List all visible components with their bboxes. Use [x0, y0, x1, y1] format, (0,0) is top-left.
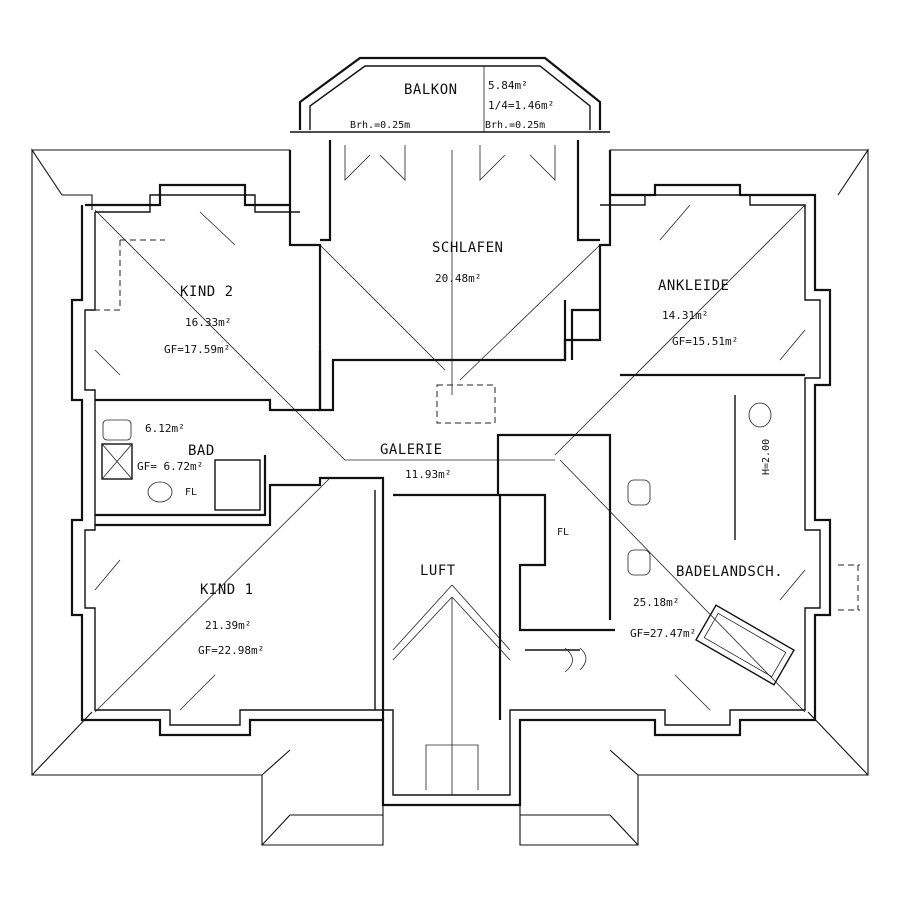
bad-name: BAD	[188, 443, 215, 459]
roof-outline	[31, 148, 869, 846]
balkon-brh-right: Brh.=0.25m	[485, 120, 545, 131]
kind2-area: 16.33m²	[185, 316, 231, 329]
bad-fixtures	[101, 419, 261, 511]
doors	[94, 145, 860, 711]
balkon-quarter: 1/4=1.46m²	[488, 99, 554, 112]
kind1-gf: GF=22.98m²	[198, 644, 264, 657]
schlafen-area: 20.48m²	[435, 272, 481, 285]
balkon-brh-left: Brh.=0.25m	[350, 120, 410, 131]
badelandschaft-name: BADELANDSCH.	[676, 564, 783, 580]
luft-void	[392, 584, 511, 795]
balkon-area: 5.84m²	[488, 79, 528, 92]
kind2-gf: GF=17.59m²	[164, 343, 230, 356]
kind1-area: 21.39m²	[205, 619, 251, 632]
badelandschaft-fl: FL	[557, 527, 569, 538]
bad-gf: GF= 6.72m²	[137, 460, 203, 473]
galerie-area: 11.93m²	[405, 468, 451, 481]
kind1-name: KIND 1	[200, 582, 254, 598]
bad-area: 6.12m²	[145, 422, 185, 435]
kind2-name: KIND 2	[180, 284, 234, 300]
balcony	[290, 56, 610, 133]
ankleide-gf: GF=15.51m²	[672, 335, 738, 348]
bad-fl: FL	[185, 487, 197, 498]
badelandschaft-area: 25.18m²	[633, 596, 679, 609]
badelandschaft-gf: GF=27.47m²	[630, 627, 696, 640]
badelandschaft-height: H=2.00	[761, 439, 772, 475]
hip-lines	[94, 150, 806, 713]
badelandschaft-fixtures	[525, 395, 795, 686]
ankleide-name: ANKLEIDE	[658, 278, 729, 294]
ankleide-area: 14.31m²	[662, 309, 708, 322]
balkon-name: BALKON	[404, 82, 458, 98]
exterior-walls	[70, 150, 832, 807]
interior-walls	[95, 140, 805, 720]
schlafen-name: SCHLAFEN	[432, 240, 503, 256]
galerie-name: GALERIE	[380, 442, 443, 458]
luft-name: LUFT	[420, 563, 456, 579]
room-labels: BALKON 5.84m² 1/4=1.46m² Brh.=0.25m Brh.…	[137, 79, 783, 657]
